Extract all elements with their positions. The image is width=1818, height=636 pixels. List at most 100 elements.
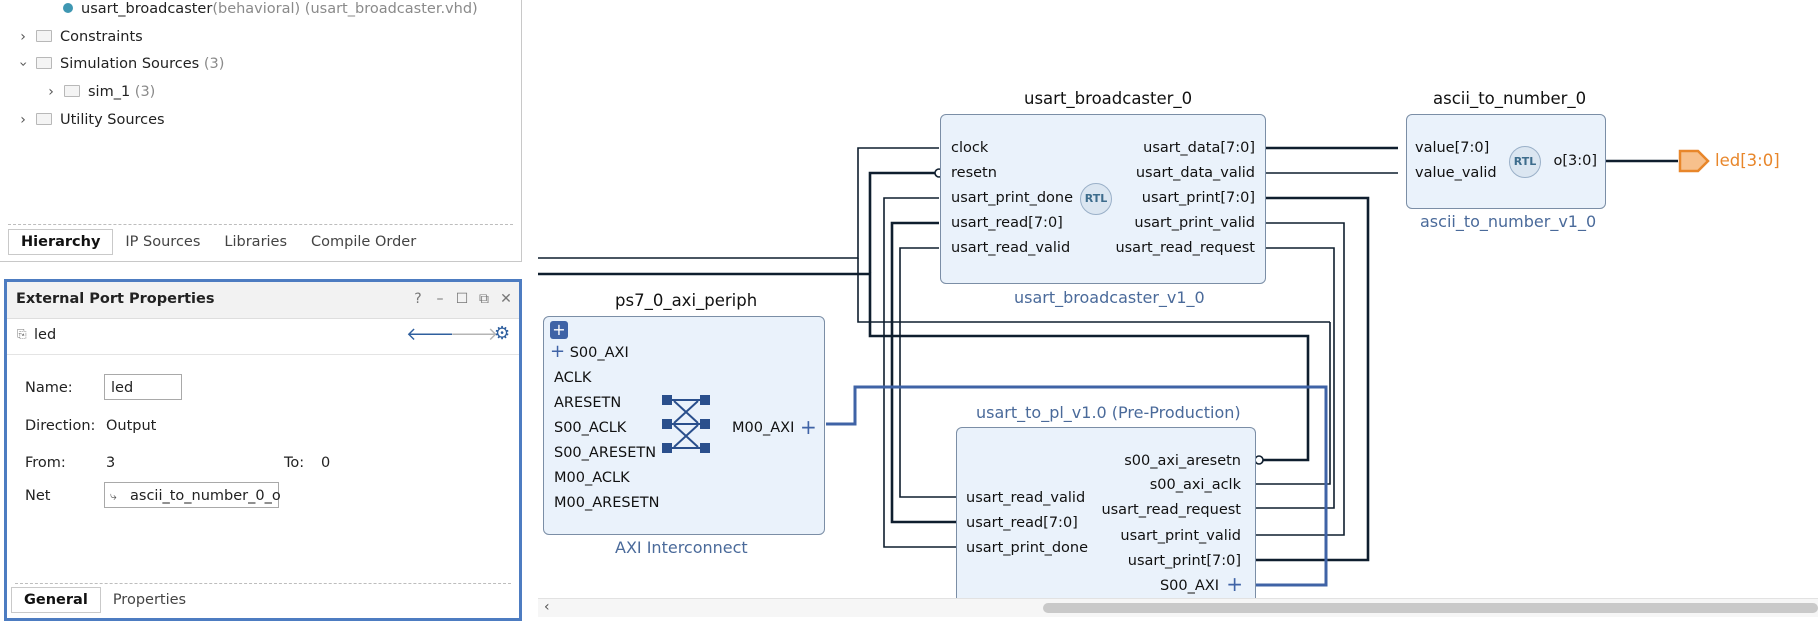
tree-item-sim-1[interactable]: ›sim_1 (3)	[44, 81, 155, 103]
maximize-icon[interactable]: ☐	[455, 291, 469, 307]
block-subtitle-ascii-to-number: ascii_to_number_v1_0	[1420, 212, 1597, 231]
pin-o[interactable]: o[3:0]	[1553, 153, 1597, 169]
tree-item-usart-broadcaster[interactable]: usart_broadcaster(behavioral) (usart_bro…	[63, 0, 478, 20]
tree-item-constraints[interactable]: ›Constraints	[16, 26, 143, 48]
pin-s00-axi[interactable]: S00_AXI	[1159, 578, 1219, 594]
pin-s00-aclk[interactable]: S00_ACLK	[554, 420, 627, 436]
settings-gear-icon[interactable]: ⚙	[494, 323, 511, 344]
name-field[interactable]: led	[104, 374, 182, 400]
pin-value[interactable]: value[7:0]	[1415, 140, 1490, 156]
tab-properties[interactable]: Properties	[112, 592, 187, 608]
block-ascii-to-number[interactable]: value[7:0] value_valid RTL o[3:0]	[1406, 114, 1606, 209]
wire-aresetn	[538, 272, 1310, 462]
block-axi-interconnect[interactable]: + + S00_AXI ACLK ARESETN S00_ACLK S00_AR…	[543, 316, 825, 535]
wire-resetn	[868, 171, 939, 273]
rtl-badge-icon: RTL	[1509, 146, 1541, 178]
folder-icon	[36, 113, 52, 125]
block-subtitle-axi-periph: AXI Interconnect	[615, 538, 748, 557]
direction-label: Direction:	[25, 418, 96, 434]
tab-libraries[interactable]: Libraries	[224, 234, 288, 250]
pin-usart-data-valid[interactable]: usart_data_valid	[1135, 165, 1255, 181]
pin-clock[interactable]: clock	[951, 140, 989, 156]
pin-m00-aclk[interactable]: M00_ACLK	[554, 470, 630, 486]
pin-m00-axi[interactable]: M00_AXI	[732, 420, 795, 436]
chevron-right-icon[interactable]: ›	[20, 112, 26, 128]
tab-compile-order[interactable]: Compile Order	[311, 234, 417, 250]
tree-item-simulation-sources[interactable]: ›Simulation Sources (3)	[15, 53, 224, 75]
wires-layer	[538, 146, 1710, 587]
block-usart-to-pl[interactable]: s00_axi_aresetn s00_axi_aclk usart_read_…	[956, 427, 1256, 607]
pin-usart-print[interactable]: usart_print[7:0]	[1127, 553, 1241, 569]
tab-general[interactable]: General	[11, 587, 101, 613]
bus-plus-icon[interactable]: +	[800, 415, 817, 439]
bus-plus-icon[interactable]: +	[1226, 572, 1243, 596]
pin-m00-aresetn[interactable]: M00_ARESETN	[554, 495, 660, 511]
pin-usart-read-valid[interactable]: usart_read_valid	[951, 240, 1071, 256]
folder-icon	[36, 30, 52, 42]
led-port-arrow-icon	[1678, 149, 1710, 173]
pin-s00-axi-aclk[interactable]: s00_axi_aclk	[1149, 477, 1241, 493]
pin-usart-read[interactable]: usart_read[7:0]	[966, 515, 1078, 531]
net-field[interactable]: ⤷ ascii_to_number_0_o	[104, 482, 281, 508]
scroll-left-icon[interactable]: ‹	[544, 599, 550, 615]
selected-object-name: led	[34, 327, 57, 343]
wire-usart-read-valid	[899, 247, 956, 498]
sources-panel: usart_broadcaster(behavioral) (usart_bro…	[0, 0, 522, 262]
to-value: 0	[321, 455, 331, 471]
pin-s00-axi-aresetn[interactable]: s00_axi_aresetn	[1124, 453, 1241, 469]
pin-usart-print-done[interactable]: usart_print_done	[966, 540, 1089, 556]
block-title-ascii-to-number[interactable]: ascii_to_number_0	[1433, 89, 1587, 108]
pin-usart-read-request[interactable]: usart_read_request	[1101, 502, 1241, 518]
tree-item-utility-sources[interactable]: ›Utility Sources	[16, 109, 164, 131]
crossbar-icon	[662, 395, 710, 453]
pin-usart-read-request[interactable]: usart_read_request	[1115, 240, 1255, 256]
back-arrow-icon[interactable]: 🡐	[406, 324, 455, 345]
external-port-led[interactable]: led[3:0]	[1715, 151, 1780, 170]
chevron-right-icon[interactable]: ›	[20, 29, 26, 45]
close-icon[interactable]: ✕	[500, 291, 512, 307]
panel-header: External Port Properties ? – ☐ ⧉ ✕	[7, 282, 519, 319]
wire-usart-print-valid	[1255, 222, 1345, 536]
block-title-axi-periph[interactable]: ps7_0_axi_periph	[615, 291, 758, 310]
wire-s00-axi-aclk	[1255, 322, 1331, 485]
block-design-canvas[interactable]: usart_broadcaster_0 clock resetn usart_p…	[538, 0, 1818, 636]
minimize-icon[interactable]: –	[436, 291, 444, 307]
tab-hierarchy[interactable]: Hierarchy	[8, 229, 114, 255]
block-usart-broadcaster[interactable]: clock resetn usart_print_done usart_read…	[940, 114, 1266, 284]
float-icon[interactable]: ⧉	[479, 291, 489, 307]
pin-s00-axi[interactable]: + S00_AXI	[550, 341, 629, 362]
chevron-right-icon[interactable]: ›	[48, 84, 54, 100]
sources-tabbar: Hierarchy IP Sources Libraries Compile O…	[8, 229, 428, 255]
expand-plus-icon[interactable]: +	[550, 321, 568, 339]
port-icon: ⎘	[17, 327, 27, 341]
block-title-usart-broadcaster[interactable]: usart_broadcaster_0	[1024, 89, 1193, 108]
help-icon[interactable]: ?	[414, 291, 422, 307]
wire-usart-print	[1255, 196, 1370, 562]
vhdl-source-icon	[63, 3, 73, 13]
horizontal-scrollbar[interactable]: ‹	[538, 598, 1818, 617]
pin-usart-print-done[interactable]: usart_print_done	[951, 190, 1074, 206]
tab-ip-sources[interactable]: IP Sources	[125, 234, 201, 250]
pin-resetn[interactable]: resetn	[951, 165, 997, 181]
bus-plus-icon[interactable]: +	[550, 341, 566, 362]
pin-usart-print[interactable]: usart_print[7:0]	[1141, 190, 1255, 206]
folder-icon	[64, 85, 80, 97]
scrollbar-thumb[interactable]	[1043, 603, 1818, 613]
chevron-down-icon[interactable]: ›	[15, 61, 31, 67]
pin-usart-print-valid[interactable]: usart_print_valid	[1134, 215, 1255, 231]
pin-value-valid[interactable]: value_valid	[1415, 165, 1497, 181]
from-label: From:	[25, 455, 66, 471]
pin-usart-read[interactable]: usart_read[7:0]	[951, 215, 1063, 231]
from-value: 3	[106, 455, 116, 471]
pin-usart-data[interactable]: usart_data[7:0]	[1143, 140, 1255, 156]
forward-arrow-icon[interactable]: 🡒	[450, 324, 499, 345]
pin-aclk[interactable]: ACLK	[554, 370, 592, 386]
panel-divider	[8, 224, 513, 225]
external-port-properties-panel: External Port Properties ? – ☐ ⧉ ✕ ⎘ led…	[4, 279, 522, 621]
pin-usart-print-valid[interactable]: usart_print_valid	[1120, 528, 1241, 544]
pin-usart-read-valid[interactable]: usart_read_valid	[966, 490, 1086, 506]
name-label: Name:	[25, 380, 73, 396]
wire-clock-ext	[857, 258, 1330, 323]
pin-s00-aresetn[interactable]: S00_ARESETN	[554, 445, 657, 461]
pin-aresetn[interactable]: ARESETN	[554, 395, 622, 411]
